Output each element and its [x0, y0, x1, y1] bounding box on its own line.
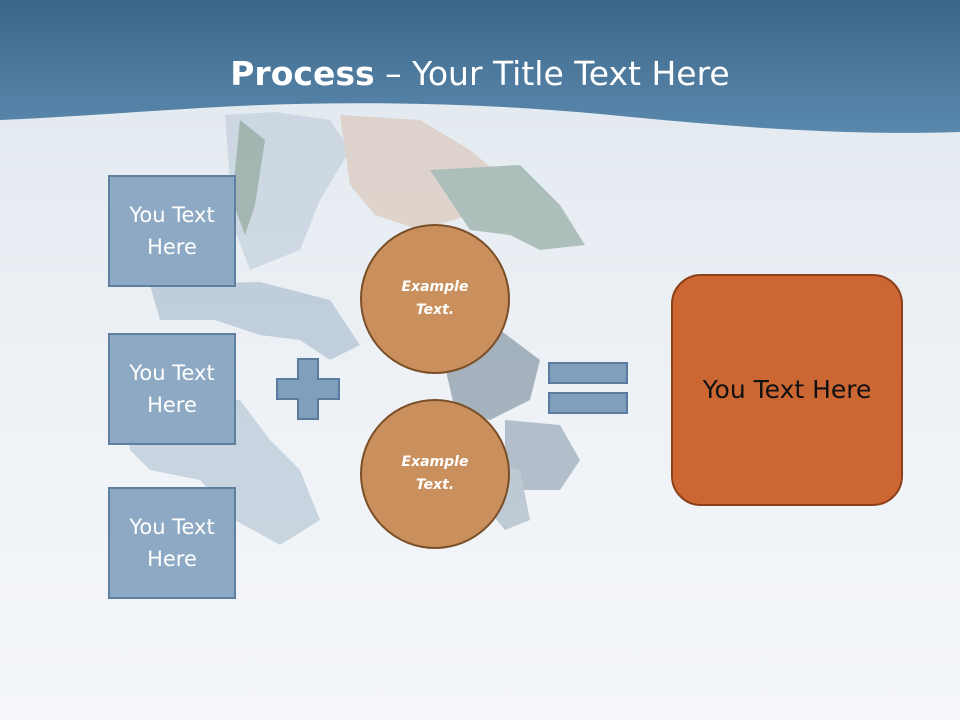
input-box-2: You Text Here [108, 333, 236, 445]
input-box-3: You Text Here [108, 487, 236, 599]
header-banner [0, 0, 960, 133]
title-bold: Process [230, 54, 375, 93]
example-circle-2: Example Text. [360, 399, 510, 549]
input-box-label: You Text Here [129, 203, 215, 259]
plus-icon [276, 358, 340, 420]
input-box-label: You Text Here [129, 515, 215, 571]
example-circle-1: Example Text. [360, 224, 510, 374]
result-box: You Text Here [671, 274, 903, 506]
slide-title: Process – Your Title Text Here [0, 52, 960, 96]
equals-icon [548, 362, 628, 414]
result-label: You Text Here [702, 375, 872, 404]
circle-label: Example Text. [401, 279, 469, 318]
circle-label: Example Text. [401, 454, 469, 493]
input-box-label: You Text Here [129, 361, 215, 417]
input-box-1: You Text Here [108, 175, 236, 287]
title-rest: – Your Title Text Here [374, 54, 730, 93]
